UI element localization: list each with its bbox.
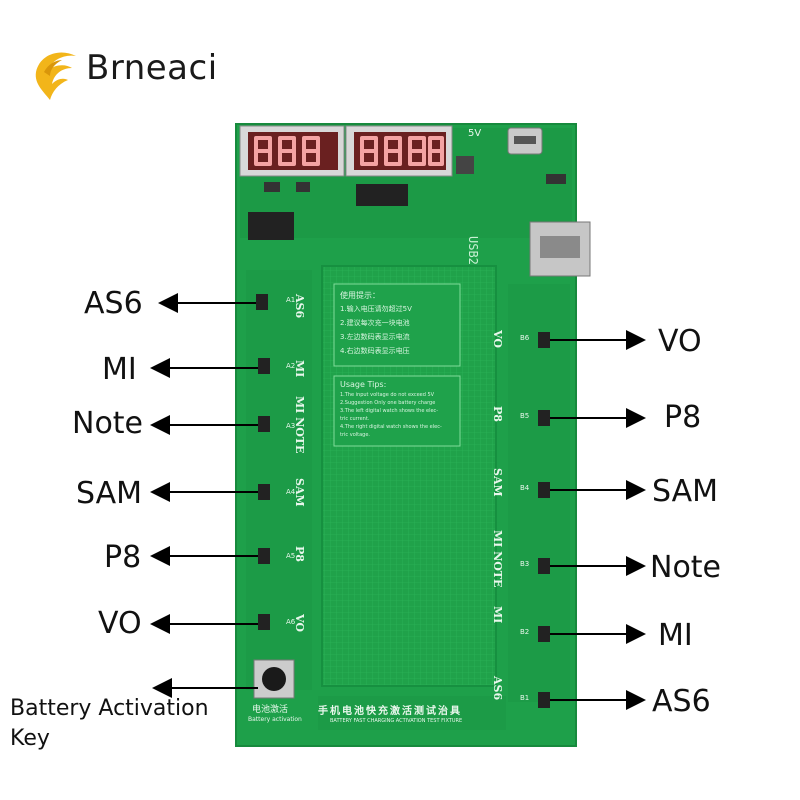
callout-right-sam: SAM bbox=[652, 474, 719, 509]
callout-left-note: Note bbox=[72, 406, 144, 441]
callout-right-as6: AS6 bbox=[652, 684, 711, 719]
board-right-text-1: VO bbox=[491, 330, 504, 348]
brand-logo-icon bbox=[35, 52, 76, 100]
callout-key-line-1: Battery Activation bbox=[10, 696, 209, 721]
callout-right-vo: VO bbox=[658, 324, 702, 359]
slot-code-b4: B4 bbox=[520, 484, 530, 492]
slot-code-a1: A1 bbox=[286, 296, 296, 304]
tips-cn-line-1: 1.输入电压请勿超过5V bbox=[340, 305, 412, 313]
tips-en-line-6: tric voltage. bbox=[340, 432, 371, 438]
slot-code-b2: B2 bbox=[520, 628, 530, 636]
button-caption-cn: 电池激活 bbox=[252, 705, 289, 715]
board-right-text-6: AS6 bbox=[491, 676, 504, 701]
tips-cn-title: 使用提示： bbox=[340, 291, 380, 300]
tips-en-title: Usage Tips: bbox=[340, 380, 387, 389]
slot-code-a4: A4 bbox=[286, 488, 296, 496]
board-right-text-4: MI NOTE bbox=[491, 530, 504, 588]
callout-left-mi: MI bbox=[102, 352, 137, 387]
tips-cn-line-3: 3.左边数码表显示电流 bbox=[340, 333, 410, 341]
callout-left-as6: AS6 bbox=[84, 286, 143, 321]
voltage-label: 5V bbox=[468, 128, 482, 139]
footer-cn: 手机电池快充激活测试治具 bbox=[318, 706, 462, 717]
tips-cn-line-2: 2.建议每次充一块电池 bbox=[340, 319, 410, 327]
callout-right-note: Note bbox=[650, 550, 722, 585]
slot-code-a2: A2 bbox=[286, 362, 296, 370]
slot-code-a6: A6 bbox=[286, 618, 296, 626]
slot-code-b3: B3 bbox=[520, 560, 530, 568]
callout-right-p8: P8 bbox=[664, 400, 702, 435]
callout-right-mi: MI bbox=[658, 618, 693, 653]
board-right-text-5: MI bbox=[491, 606, 504, 624]
tips-en-line-5: 4.The right digital watch shows the elec… bbox=[340, 424, 442, 430]
tips-cn-line-4: 4.右边数码表显示电压 bbox=[340, 347, 410, 355]
tips-en-line-4: tric current. bbox=[340, 416, 370, 422]
brand-name: Brneaci bbox=[86, 48, 218, 88]
button-caption-en: Battery activation bbox=[248, 716, 302, 723]
tips-en-line-2: 2.Suggestion Only one battery charge bbox=[340, 400, 436, 406]
tips-en-line-1: 1.The input voltage do not exceed 5V bbox=[340, 392, 435, 398]
callout-left-p8: P8 bbox=[104, 540, 142, 575]
slot-code-b5: B5 bbox=[520, 412, 530, 420]
callout-key-line-2: Key bbox=[10, 726, 50, 751]
board-right-text-3: SAM bbox=[491, 468, 504, 497]
tips-en-line-3: 3.The left digital watch shows the elec- bbox=[340, 408, 439, 414]
slot-code-b1: B1 bbox=[520, 694, 530, 702]
slot-code-b6: B6 bbox=[520, 334, 530, 342]
board-right-text-2: P8 bbox=[491, 406, 504, 422]
callout-left-sam: SAM bbox=[76, 476, 143, 511]
usb-label: USB2 bbox=[466, 236, 480, 265]
callout-left-vo: VO bbox=[98, 606, 142, 641]
footer-text: BATTERY FAST CHARGING ACTIVATION TEST FI… bbox=[330, 718, 463, 724]
slot-code-a3: A3 bbox=[286, 422, 296, 430]
slot-code-a5: A5 bbox=[286, 552, 296, 560]
